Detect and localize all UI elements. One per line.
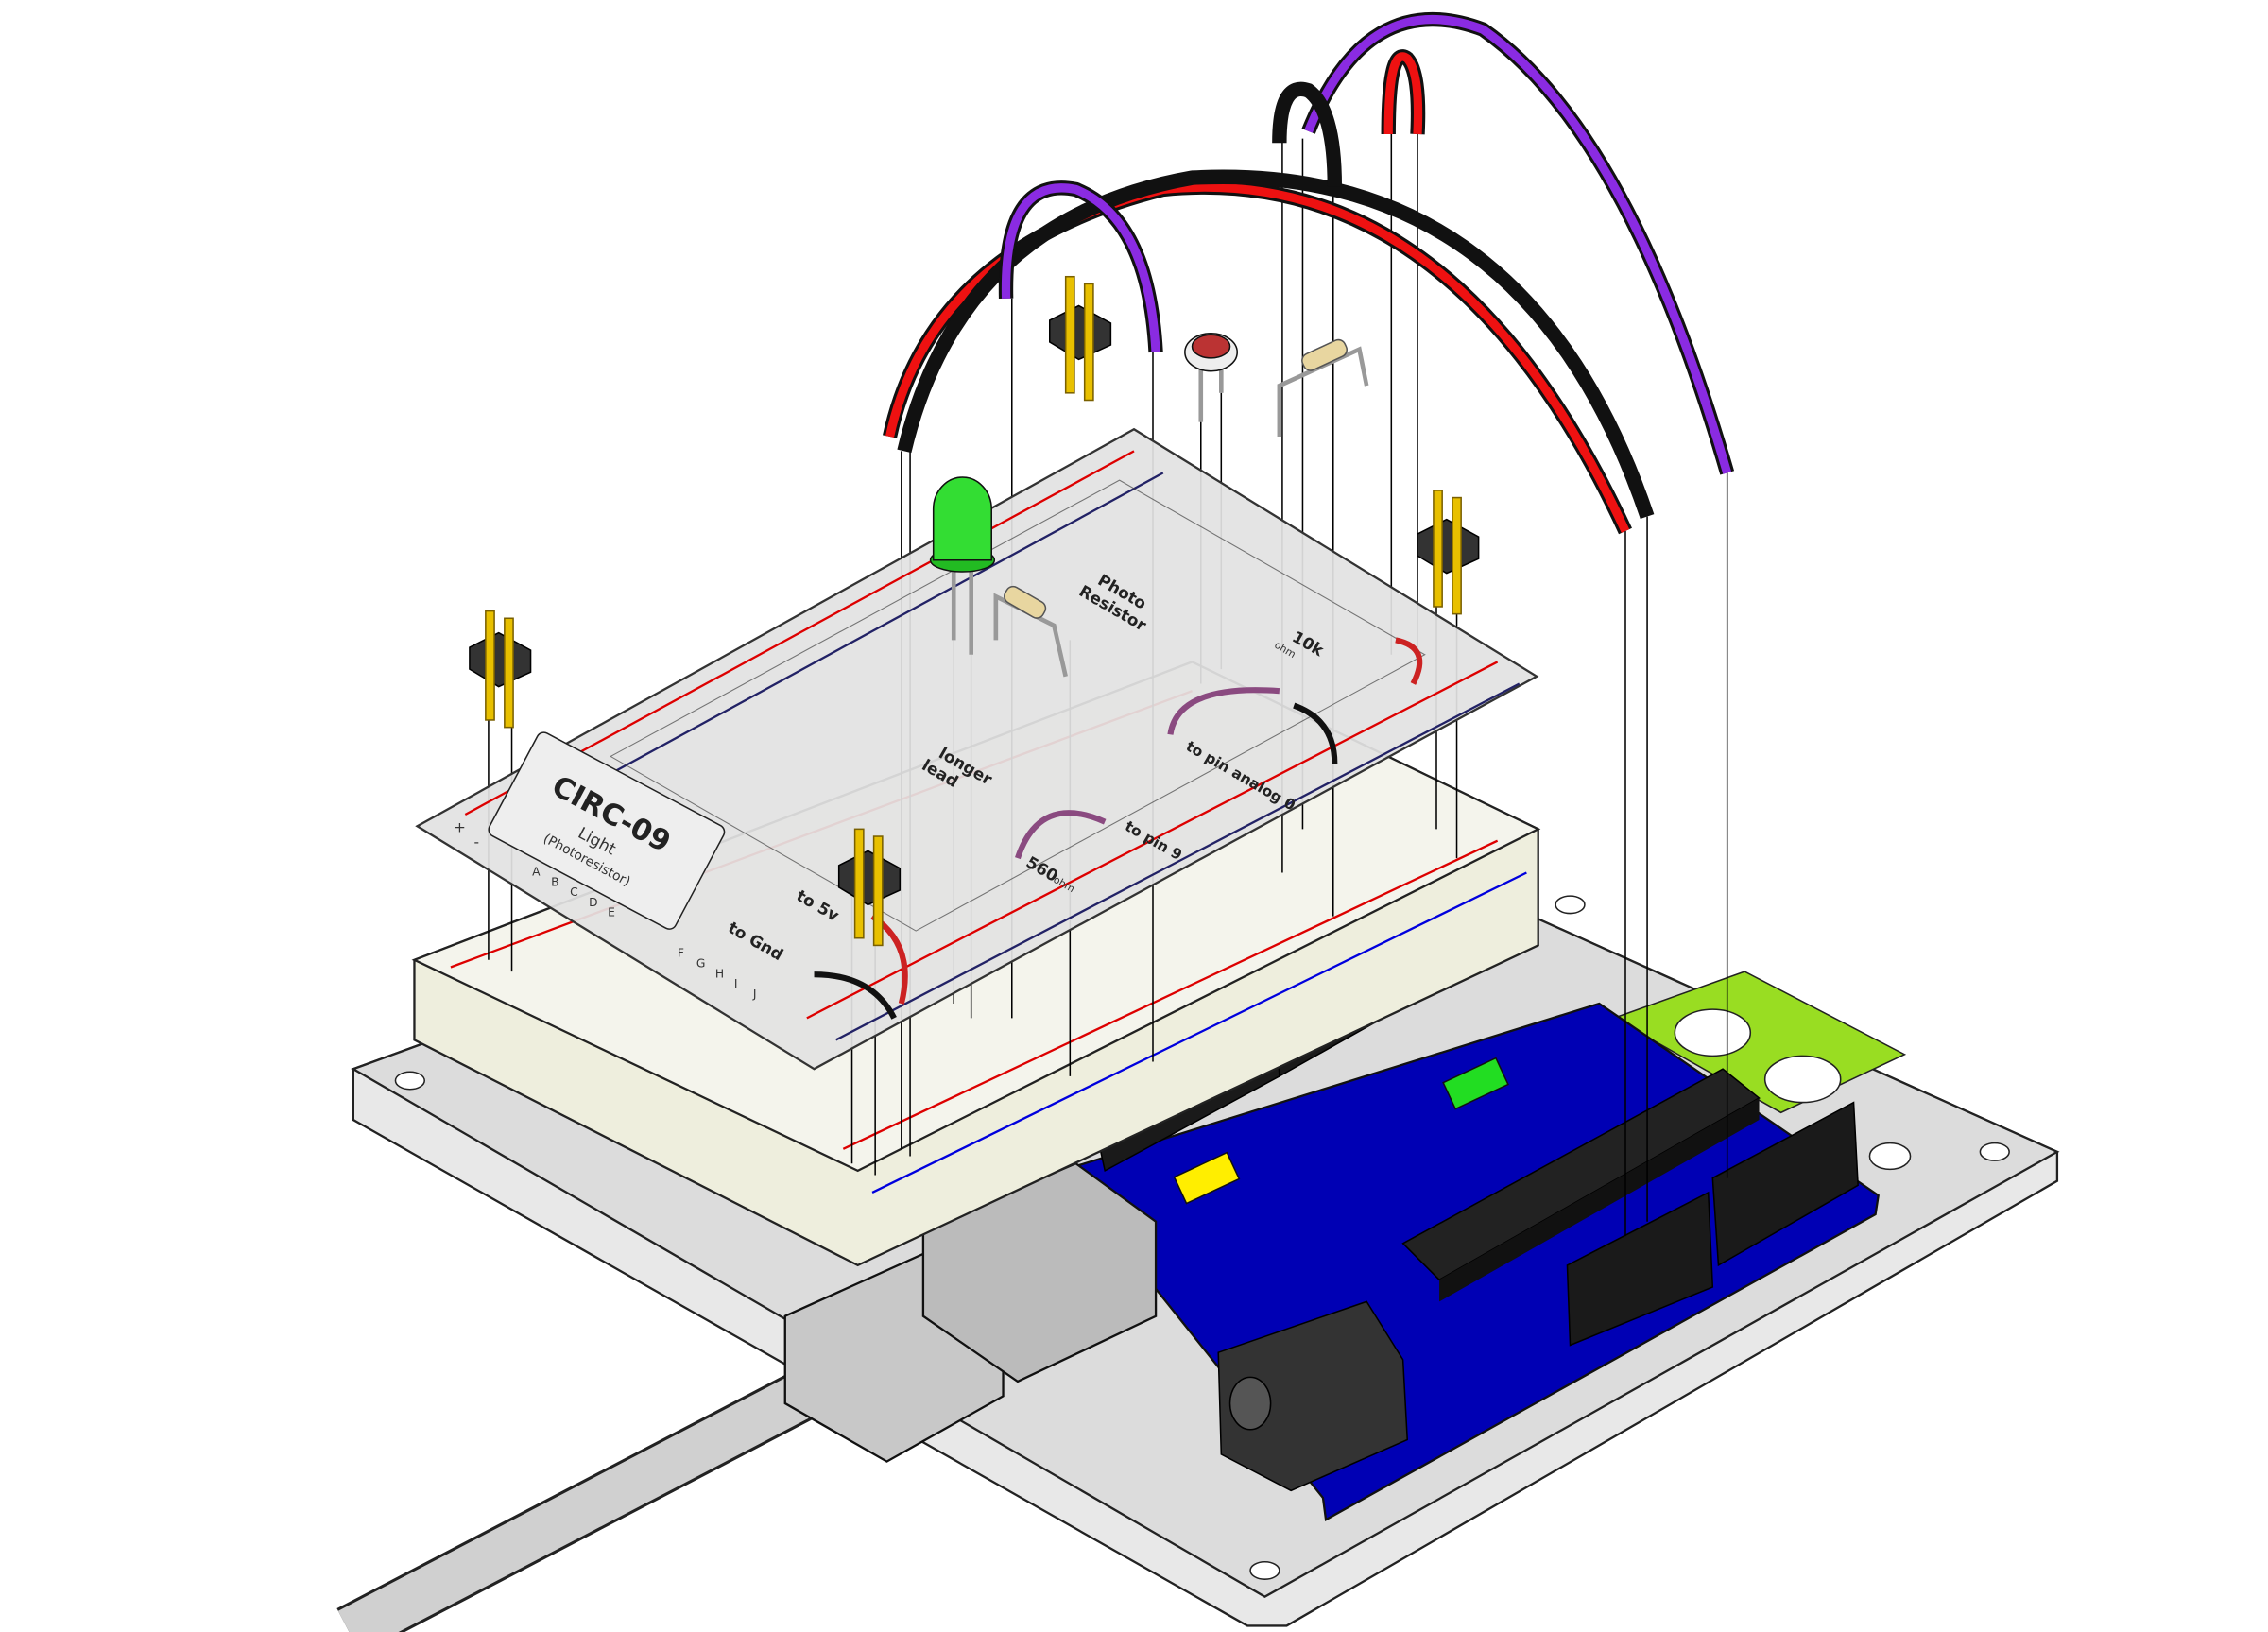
header-pin-pairs (469, 275, 1480, 947)
column-letter: E (608, 906, 615, 919)
column-letter: C (570, 885, 578, 899)
column-letter: J (752, 988, 757, 1001)
overlay-sheet: CIRC-09 Light (Photoresistor) Photo Resi… (415, 427, 1539, 1071)
resistor-10k (1277, 338, 1369, 437)
column-letter: D (589, 896, 597, 909)
green-component (1442, 1057, 1509, 1110)
wire-purple-long (1301, 11, 1735, 475)
yellow-component (1173, 1151, 1241, 1205)
printed-wire-pin9 (1015, 810, 1107, 860)
jumper-wires (883, 11, 1735, 535)
printed-wire-analog (1167, 687, 1280, 735)
green-led (929, 476, 996, 655)
printed-wire-black (1293, 702, 1338, 764)
printed-wire-gnd (814, 971, 897, 1020)
column-letter: A (532, 866, 541, 879)
wire-red-long (883, 180, 1632, 535)
wire-black-long (897, 169, 1655, 520)
printed-wire-red (1395, 637, 1423, 685)
photoresistor (1184, 332, 1239, 422)
power-jack (1217, 1300, 1409, 1492)
microcontroller-chip (1401, 1068, 1761, 1302)
column-letter: B (551, 875, 558, 888)
hole-grid (610, 479, 1426, 932)
column-letter: G (696, 956, 706, 970)
label-plus: + (454, 818, 466, 835)
label-minus: - (474, 833, 480, 850)
wire-black-short (1272, 81, 1342, 187)
resistor-560 (993, 585, 1068, 678)
column-letter: F (678, 947, 684, 960)
usb-cable (336, 1161, 1158, 1632)
column-letter: I (734, 977, 738, 990)
column-letter: H (715, 967, 724, 980)
